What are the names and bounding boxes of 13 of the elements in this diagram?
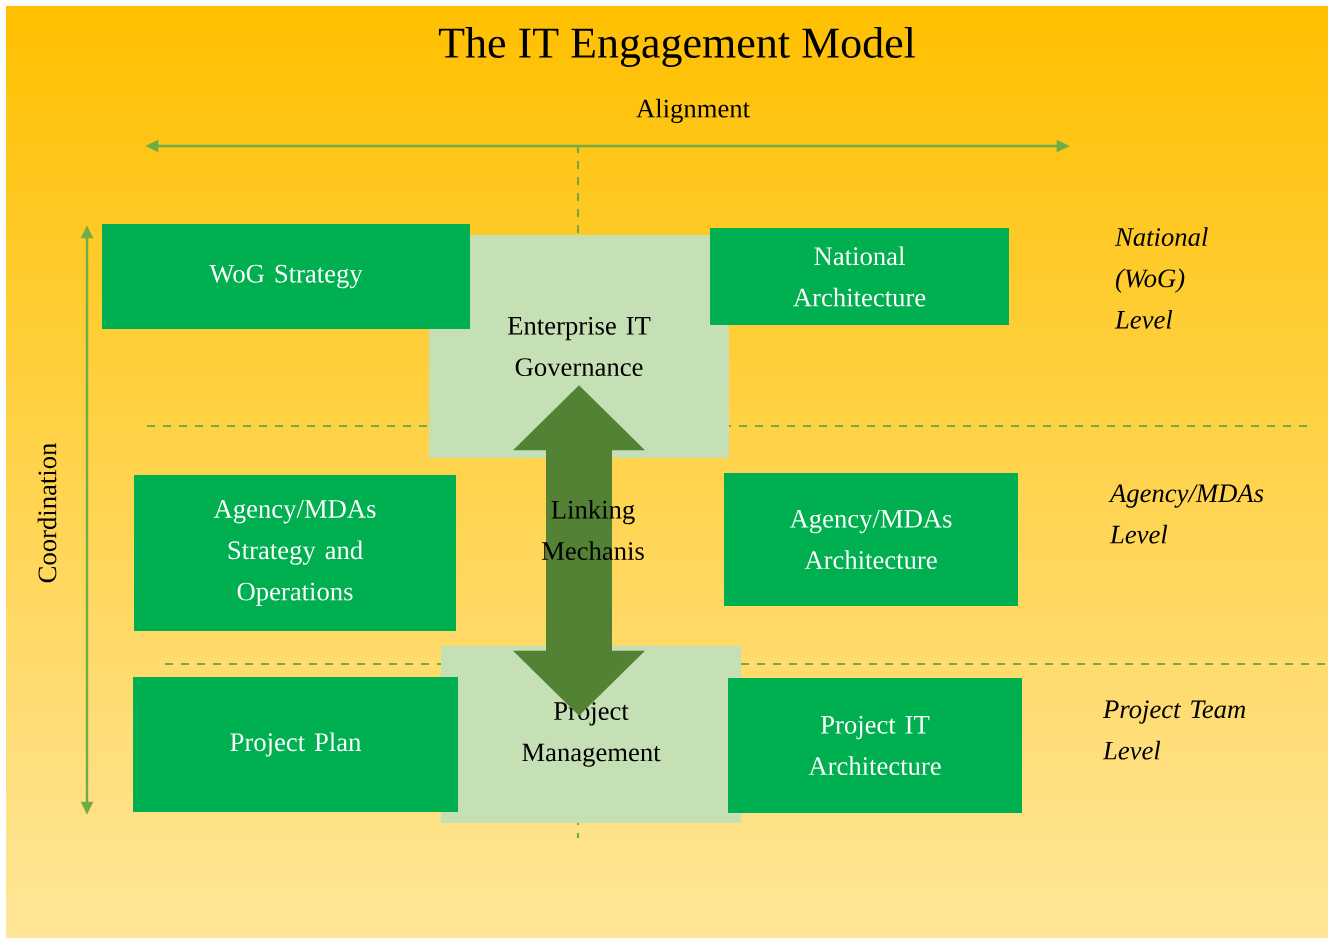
level-label: Project Team Level	[1102, 700, 1246, 760]
axis-label: Coordination	[37, 443, 57, 583]
process-box: Agency/MDAs Strategy and Operations	[134, 475, 456, 631]
axis-label: Alignment	[636, 98, 750, 124]
level-label: National (WoG) Level	[1114, 227, 1208, 329]
level-label: Agency/MDAs Level	[1108, 484, 1264, 544]
process-box: Project IT Architecture	[728, 678, 1022, 813]
double-arrow	[513, 385, 645, 716]
process-box: Project Plan	[133, 677, 458, 812]
process-box: Agency/MDAs Architecture	[724, 473, 1018, 606]
process-box: WoG Strategy	[102, 224, 470, 329]
process-box: National Architecture	[710, 228, 1009, 325]
title: The IT Engagement Model	[438, 27, 916, 67]
